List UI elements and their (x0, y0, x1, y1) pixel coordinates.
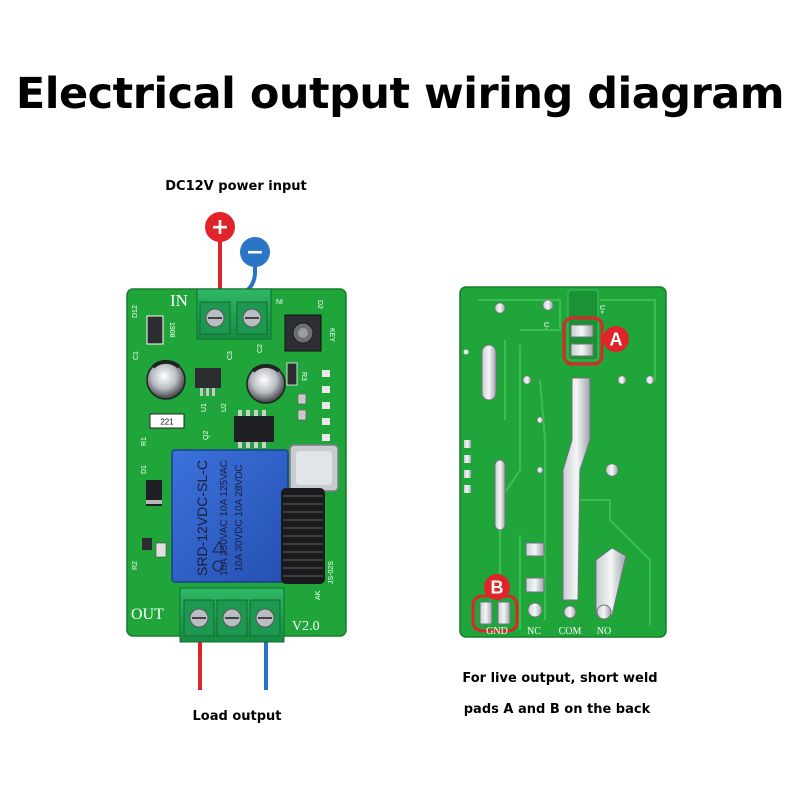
marker-a-label: A (610, 330, 623, 350)
diode-d12 (146, 315, 164, 345)
solder-slot (481, 344, 497, 401)
label-nc: NC (527, 626, 541, 637)
silk-key: KEY (328, 328, 335, 342)
label-u-plus: U+ (598, 305, 605, 314)
in-label: IN (170, 291, 188, 310)
antenna-coil (281, 488, 325, 584)
silk-u2: U2 (221, 403, 228, 412)
back-board: U- U+ A (459, 286, 667, 638)
relay-rating-1: 10A 250VAC 10A 125VAC (219, 460, 230, 576)
resistor-r3 (286, 362, 298, 386)
capacitor-c1 (146, 359, 186, 400)
label-no: NO (597, 626, 611, 637)
solder-slot (494, 459, 506, 531)
plus-sign: + (211, 215, 229, 240)
warning-icon (212, 541, 226, 553)
no-trace (595, 547, 627, 616)
silk-q2: Q2 (203, 431, 210, 440)
label-com: COM (559, 626, 582, 637)
silk-221: 221 (160, 418, 174, 427)
relay-model: SRD-12VDC-SL-C (194, 460, 210, 576)
resistor-221 (149, 413, 185, 429)
version-label: V2.0 (292, 619, 320, 634)
capacitor-c2 (246, 363, 286, 404)
note-line-1: For live output, short weld (462, 671, 657, 686)
marker-a-icon (603, 326, 629, 352)
weld-pad-b: B (471, 574, 519, 633)
edge-pins (464, 440, 471, 493)
marker-b-icon (484, 574, 510, 600)
out-label: OUT (131, 606, 164, 623)
regulator-u1 (195, 368, 221, 388)
ic-u2 (234, 410, 274, 448)
silk-code: 1908 (168, 322, 175, 338)
load-output-caption: Load output (193, 709, 282, 724)
minus-sign: − (246, 240, 264, 265)
weld-pad-a: A (562, 316, 629, 366)
label-gnd: GND (486, 626, 508, 637)
silk-d1: D1 (141, 465, 148, 474)
power-input-wires: + − (205, 212, 270, 300)
key-button (284, 314, 322, 352)
diode-d1 (146, 480, 162, 506)
relay: SRD-12VDC-SL-C 10A 250VAC 10A 125VAC 10A… (171, 449, 289, 583)
negative-terminal-icon (240, 237, 270, 267)
silk-c3: C3 (227, 351, 234, 360)
marker-b-label: B (491, 578, 504, 598)
load-output-wires (198, 640, 268, 690)
silk-model: JS-02S (328, 561, 335, 584)
silk-c2: C2 (257, 344, 264, 353)
front-board: IN NI D2 KEY D12 1908 C1 C2 C3 U1 (126, 288, 347, 643)
note-line-2: pads A and B on the back (464, 702, 651, 717)
silk-u1: U1 (201, 403, 208, 412)
relay-rating-2: 10A 30VDC 10A 28VDC (234, 464, 245, 571)
silk-ak: AK (315, 590, 322, 600)
silk-ni: NI (276, 299, 283, 306)
positive-terminal-icon (205, 212, 235, 242)
silk-r2: R2 (132, 561, 139, 570)
silk-c1: C1 (133, 351, 140, 360)
power-input-caption: DC12V power input (165, 179, 307, 194)
pad-a-highlight (562, 316, 604, 366)
page-title: Electrical output wiring diagram (16, 69, 784, 119)
silk-d2: D2 (316, 300, 323, 309)
silk-r1: R1 (141, 437, 148, 446)
pin-header (322, 370, 330, 441)
label-u-minus: U- (542, 322, 549, 330)
com-trace (562, 377, 591, 601)
cert-mark-icon (212, 560, 224, 572)
silk-d12: D12 (132, 305, 139, 318)
output-terminal-block (179, 587, 285, 643)
silk-r3: R3 (300, 372, 307, 381)
input-terminal-block (196, 288, 272, 340)
